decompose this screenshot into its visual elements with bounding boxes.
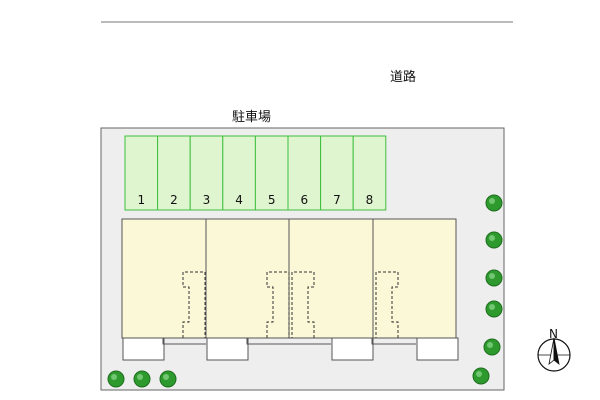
tree-highlight (489, 235, 495, 241)
tree-highlight (137, 374, 143, 380)
parking-space-number: 5 (268, 193, 276, 207)
parking-space (254, 135, 289, 211)
parking-space (124, 135, 159, 211)
north-label: N (549, 327, 558, 341)
building-unit (121, 218, 207, 339)
tree-highlight (487, 342, 493, 348)
entrance-porch (206, 337, 249, 361)
parking-space-number: 6 (300, 193, 308, 207)
north-arrow-icon: N (537, 327, 571, 372)
tree-highlight (476, 371, 482, 377)
entrance-porch (122, 337, 165, 361)
entrance-porch (416, 337, 459, 361)
tree-highlight (489, 304, 495, 310)
stair-outline (266, 271, 290, 338)
entrance-porch (331, 337, 374, 361)
building-outline (162, 338, 416, 345)
parking-space (157, 135, 191, 211)
parking-area: 1 2 3 4 5 6 7 8 (124, 135, 387, 211)
stair-outline (291, 271, 315, 338)
parking-space-number: 8 (366, 193, 374, 207)
building-block (121, 218, 459, 361)
tree-highlight (111, 374, 117, 380)
parking-space-number: 4 (235, 193, 243, 207)
parking-space-number: 1 (137, 193, 145, 207)
trees (107, 194, 503, 388)
parking-space-number: 2 (170, 193, 178, 207)
road-label: 道路 (390, 69, 416, 85)
tree-highlight (163, 374, 169, 380)
building-unit (372, 218, 457, 339)
stair-outline (375, 271, 399, 338)
tree-highlight (489, 198, 495, 204)
building-unit (205, 218, 290, 339)
parking-space (352, 135, 387, 211)
parking-label: 駐車場 (232, 110, 271, 125)
building-unit (288, 218, 374, 339)
parking-space-number: 3 (203, 193, 211, 207)
tree-highlight (489, 273, 495, 279)
stair-outline (182, 271, 206, 338)
parking-space-number: 7 (333, 193, 341, 207)
